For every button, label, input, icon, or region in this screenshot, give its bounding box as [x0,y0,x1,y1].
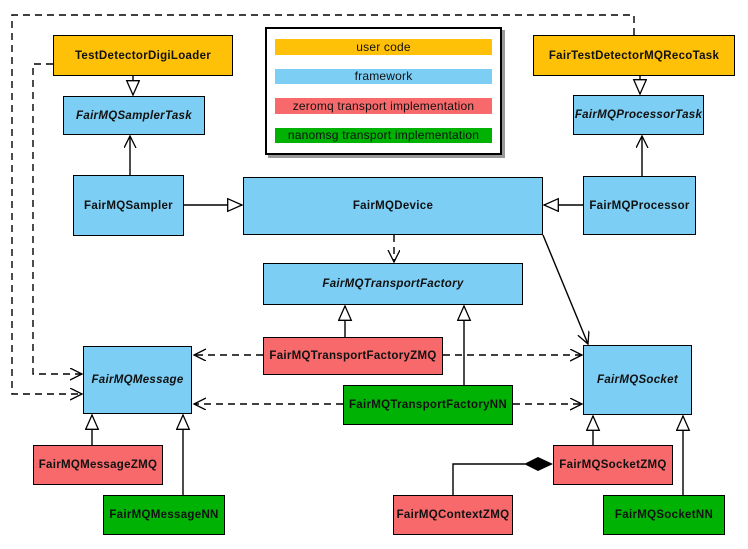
node-fairmq-transport-factory-zmq: FairMQTransportFactoryZMQ [263,337,443,375]
node-fairmq-message-nn: FairMQMessageNN [103,495,225,535]
legend: user code framework zeromq transport imp… [265,27,502,155]
node-fairmq-socket-nn: FairMQSocketNN [603,495,725,535]
node-fairmq-processor: FairMQProcessor [583,176,696,235]
node-fairmq-processor-task: FairMQProcessorTask [573,95,704,135]
node-fairmq-message: FairMQMessage [83,346,192,414]
edge-digiloader-uses-message [32,63,82,374]
node-fairmq-socket: FairMQSocket [583,345,692,415]
legend-item-framework: framework [275,68,492,84]
composition-diamond [524,457,553,471]
legend-item-nanomsg: nanomsg transport implementation [275,127,492,143]
node-fairmq-device: FairMQDevice [243,177,543,235]
node-test-detector-digi-loader: TestDetectorDigiLoader [53,35,233,76]
node-fairmq-sampler-task: FairMQSamplerTask [63,96,205,135]
edge-socketzmq-owns-contextzmq [452,463,525,495]
node-fairmq-socket-zmq: FairMQSocketZMQ [553,445,673,485]
node-fairmq-transport-factory: FairMQTransportFactory [263,263,523,305]
node-fairmq-transport-factory-nn: FairMQTransportFactoryNN [343,385,513,425]
node-fairmq-context-zmq: FairMQContextZMQ [393,495,513,535]
edge-device-to-socket [542,234,588,344]
legend-item-user-code: user code [275,39,492,55]
node-fairmq-sampler: FairMQSampler [73,175,184,236]
node-fair-test-detector-mq-reco-task: FairTestDetectorMQRecoTask [533,35,735,76]
edge-recotask-uses-message [11,14,635,394]
node-fairmq-message-zmq: FairMQMessageZMQ [33,445,163,485]
legend-item-zeromq: zeromq transport implementation [275,98,492,114]
